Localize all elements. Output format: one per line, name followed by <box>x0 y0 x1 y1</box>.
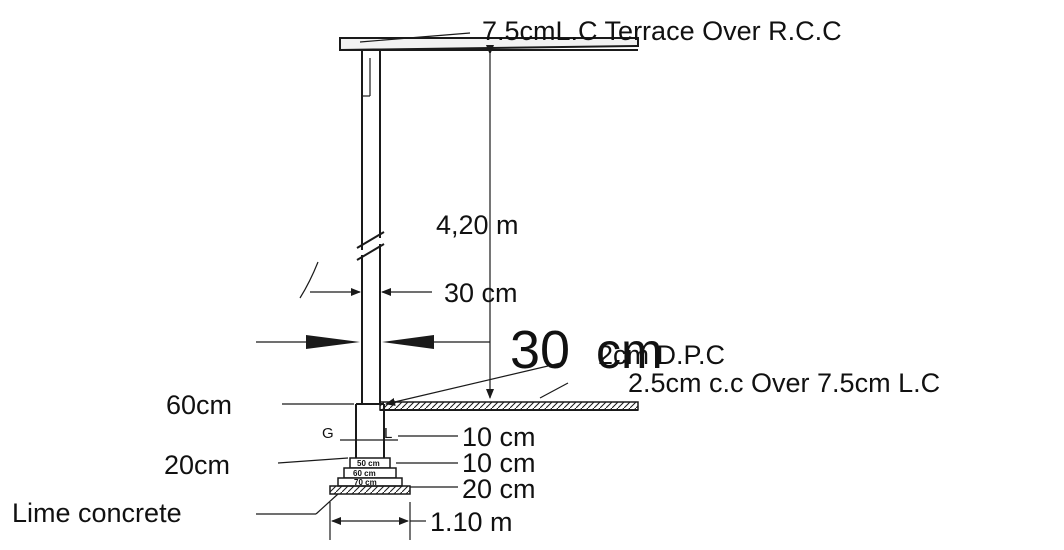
big-30-number: 30 <box>510 320 570 380</box>
footing-steps <box>256 457 458 515</box>
footing-60-label: 60 cm <box>353 469 376 478</box>
lime-concrete-bed <box>329 485 411 495</box>
base-width-dimension <box>329 502 426 540</box>
lime-concrete-label: Lime concrete <box>12 498 182 528</box>
offset-10a-label: 10 cm <box>462 422 536 452</box>
base-width-label: 1.10 m <box>430 507 513 537</box>
step-20-label: 20cm <box>164 450 230 480</box>
large-arrows <box>256 335 490 349</box>
floor-leader <box>539 382 569 399</box>
floor-label: 2.5cm c.c Over 7.5cm L.C <box>628 368 940 398</box>
floor <box>379 382 639 411</box>
break-mark-top <box>356 231 385 249</box>
ground-g-label: G <box>322 425 334 442</box>
ground-l-label: L <box>384 425 392 442</box>
dpc-label: 2cm D.P.C <box>598 340 725 370</box>
lime-leader-d <box>315 493 339 515</box>
offset-20-label: 20 cm <box>462 474 536 504</box>
step-20-leader <box>277 457 349 464</box>
terrace-label: 7.5cmL.C Terrace Over R.C.C <box>482 16 842 46</box>
height-label: 4,20 m <box>436 210 519 240</box>
big-30-unit: cm <box>596 323 663 379</box>
footing-50-label: 50 cm <box>357 459 380 468</box>
terrace-leader <box>359 32 471 43</box>
wall-width-label: 30 cm <box>444 278 518 308</box>
footing-70-label: 70 cm <box>354 478 377 487</box>
dpc-leader <box>385 361 566 406</box>
sketch-stroke <box>299 261 319 299</box>
wall <box>356 50 385 404</box>
offset-10b-label: 10 cm <box>462 448 536 478</box>
plinth <box>282 403 458 458</box>
plinth-label: 60cm <box>166 390 232 420</box>
